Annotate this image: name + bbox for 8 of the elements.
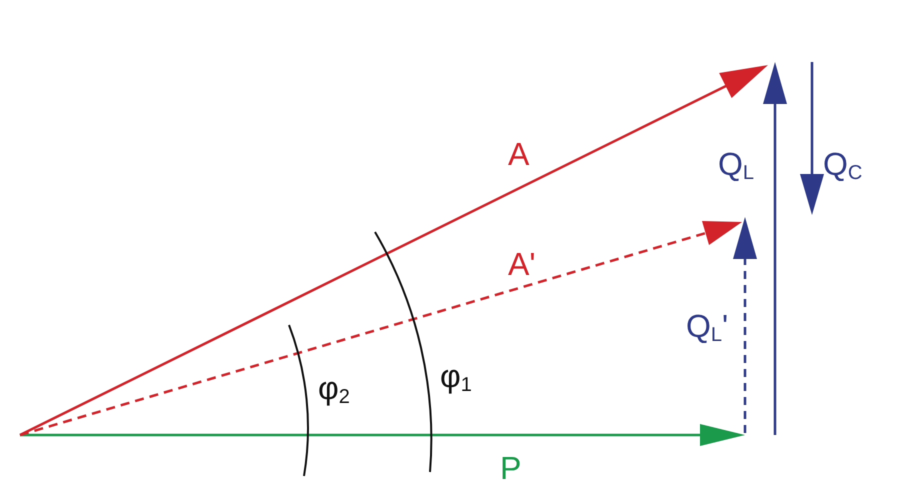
vector-label: P bbox=[500, 452, 522, 484]
vector-label: φ$_{2}$ bbox=[318, 372, 350, 407]
vector-label: Q$_{L}$' bbox=[686, 310, 728, 345]
vector-label: A' bbox=[508, 248, 536, 280]
vector-label: Q$_{L}$ bbox=[718, 148, 754, 183]
vector-label: A bbox=[508, 138, 530, 170]
vector-label: Q$_{C}$ bbox=[823, 148, 862, 183]
vector-label: φ$_{1}$ bbox=[440, 360, 472, 395]
